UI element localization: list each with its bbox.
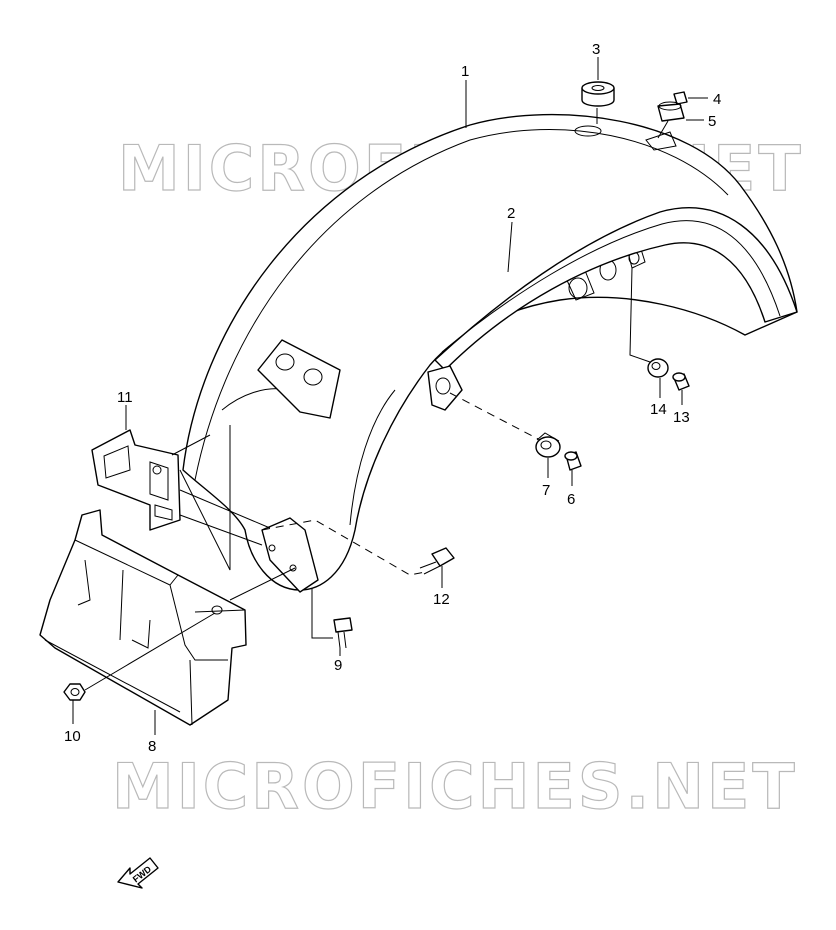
callout-8: 8 bbox=[148, 738, 156, 755]
callout-11: 11 bbox=[117, 389, 133, 406]
cushion-part-7 bbox=[535, 432, 561, 458]
callout-12: 12 bbox=[433, 591, 450, 608]
nut-part-4 bbox=[673, 91, 688, 105]
bolt-part-12 bbox=[419, 547, 455, 575]
callout-9: 9 bbox=[334, 657, 342, 674]
callout-3: 3 bbox=[592, 41, 600, 58]
cover-part-8 bbox=[39, 509, 247, 726]
callout-13: 13 bbox=[673, 409, 690, 426]
callout-4: 4 bbox=[713, 91, 721, 108]
callout-leaders bbox=[72, 57, 708, 735]
bolt-part-9 bbox=[333, 617, 353, 649]
callout-2: 2 bbox=[507, 205, 515, 222]
assembly-lines bbox=[84, 267, 651, 691]
cushion-part-5 bbox=[657, 101, 685, 139]
watermark-bottom: MICROFICHES.NET bbox=[112, 750, 798, 823]
bracket-part-11 bbox=[91, 429, 181, 531]
callout-7: 7 bbox=[542, 482, 550, 499]
nut-part-10 bbox=[63, 683, 86, 701]
collar-part-13 bbox=[672, 372, 690, 391]
collar-part-6 bbox=[564, 451, 582, 471]
callout-10: 10 bbox=[64, 728, 81, 745]
fender-trim-part-2 bbox=[427, 207, 798, 411]
callout-6: 6 bbox=[567, 491, 575, 508]
fwd-arrow-icon: FWD bbox=[117, 857, 159, 889]
callout-5: 5 bbox=[708, 113, 716, 130]
grommet-part-3 bbox=[581, 81, 615, 124]
cushion-part-14 bbox=[647, 358, 669, 378]
callout-14: 14 bbox=[650, 401, 667, 418]
callout-1: 1 bbox=[461, 63, 469, 80]
